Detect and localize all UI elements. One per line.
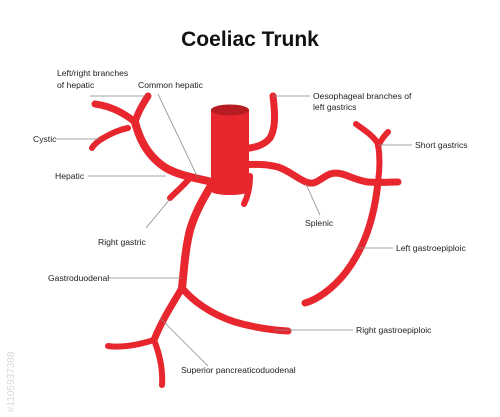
pancreaticoduodenal-branch-left <box>105 337 157 350</box>
label-cystic: Cystic <box>33 134 57 144</box>
label-hepatic: Hepatic <box>55 171 85 181</box>
left-hepatic-branch <box>131 92 152 126</box>
aorta <box>211 104 249 195</box>
superior-pancreaticoduodenal-artery <box>150 284 186 344</box>
label-right-gastroepiploic: Right gastroepiploic <box>356 325 432 335</box>
label-superior-pancreaticoduodenal: Superior pancreaticoduodenal <box>181 365 296 375</box>
leader-splenic <box>305 183 321 216</box>
label-left-right-hepatic-line2: of hepatic <box>57 80 95 90</box>
label-gastroduodenal: Gastroduodenal <box>48 273 109 283</box>
labels: Left/right branches of hepatic Common he… <box>33 68 468 375</box>
label-oesophageal-line1: Oesophageal branches of <box>313 91 412 101</box>
right-gastroepiploic-artery <box>178 284 292 335</box>
vessels <box>89 92 402 388</box>
label-right-gastric: Right gastric <box>98 237 146 247</box>
short-gastric-arteries <box>353 121 391 185</box>
right-hepatic-branch <box>91 100 139 126</box>
splenic-artery <box>236 160 402 187</box>
label-left-right-hepatic-line1: Left/right branches <box>57 68 128 78</box>
leader-right-gastric <box>145 198 171 229</box>
label-splenic: Splenic <box>305 218 334 228</box>
label-left-gastroepiploic: Left gastroepiploic <box>396 243 466 253</box>
leader-common-hepatic <box>157 93 199 179</box>
stock-image-id: #1105937398 <box>6 351 17 412</box>
cystic-artery <box>89 125 131 151</box>
label-oesophageal-line2: left gastrics <box>313 102 356 112</box>
hepatic-artery <box>131 118 216 186</box>
leader-lines <box>56 93 412 367</box>
leader-superior-pancreaticoduodenal <box>159 317 209 367</box>
pancreaticoduodenal-branch-right <box>151 337 166 388</box>
label-short-gastrics: Short gastrics <box>415 140 468 150</box>
label-common-hepatic: Common hepatic <box>138 80 204 90</box>
page-title: Coeliac Trunk <box>181 28 319 51</box>
gastroduodenal-artery <box>178 180 216 292</box>
right-gastric-artery <box>167 175 193 201</box>
left-gastroepiploic-artery <box>301 178 382 307</box>
